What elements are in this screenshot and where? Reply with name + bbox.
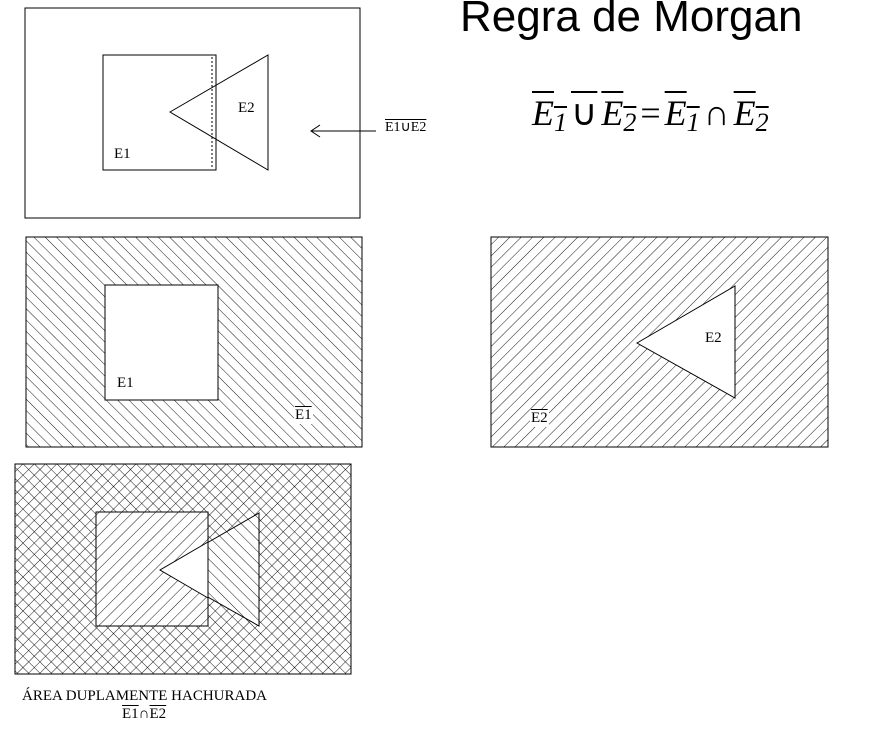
caption-intersection-symbol: ∩ — [138, 706, 150, 722]
formula-union-symbol: ∪ — [571, 93, 598, 133]
formula-lhs-a-sub: 1 — [554, 108, 567, 137]
set-e2-triangle-blank — [635, 285, 736, 399]
set-e2-triangle — [169, 54, 269, 171]
panel3-e2-label: E2 — [705, 330, 722, 346]
formula-rhs-b-sub: 2 — [755, 108, 769, 137]
formula-rhs-b: E — [733, 93, 756, 133]
formula-lhs-b-sub: 2 — [623, 108, 637, 137]
formula-rhs-a-sub: 1 — [686, 108, 700, 137]
overlap-edge-bottom — [159, 569, 209, 599]
formula-lhs-b: E — [601, 93, 624, 133]
e2-region-hatch — [158, 512, 260, 627]
formula-lhs-a: E — [532, 93, 554, 133]
overlap-region — [160, 542, 208, 598]
panel2-e1-label: E1 — [117, 375, 134, 392]
de-morgan-formula: E1∪E2=E1∩E2 — [532, 92, 769, 138]
panel4-caption: ÁREA DUPLAMENTE HACHURADA — [22, 688, 268, 704]
formula-rhs-b-overline: E2 — [733, 93, 769, 137]
page-title: Regra de Morgan — [460, 0, 803, 41]
overlap-edge-top — [159, 541, 209, 571]
arrow-head — [310, 124, 321, 138]
panel1-e2-label: E2 — [238, 100, 255, 116]
set-e1-square — [102, 54, 217, 171]
formula-intersection-symbol: ∩ — [703, 93, 730, 133]
formula-rhs-a: E — [664, 93, 687, 133]
panel3-complement-label: E2 — [530, 410, 549, 427]
panel4-caption-formula: E1∩E2 — [122, 706, 166, 723]
panel1-e1-label: E1 — [114, 146, 131, 162]
caption-e2-complement: E2 — [149, 706, 167, 722]
universe-rect — [24, 7, 361, 219]
panel2-complement-label: E1 — [294, 407, 313, 424]
formula-lhs-overline: E1∪E2 — [532, 93, 636, 137]
panel-union — [24, 7, 376, 219]
formula-equals: = — [640, 93, 661, 133]
panel-intersection — [14, 463, 352, 675]
formula-rhs-a-overline: E1 — [664, 93, 700, 137]
panel1-union-complement-label: E1∪E2 — [385, 120, 427, 135]
caption-e1-complement: E1 — [122, 706, 139, 722]
